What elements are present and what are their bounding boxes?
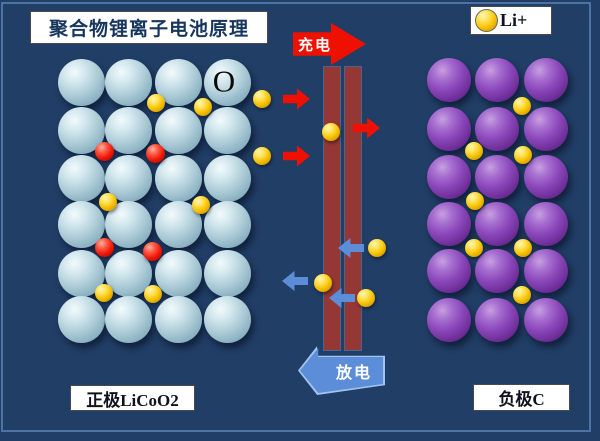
- migrating-li-ion: [253, 147, 271, 165]
- cathode-atom: [203, 295, 251, 343]
- li-ion: [514, 239, 532, 257]
- migrating-li-ion: [314, 274, 332, 292]
- anode-atom: [475, 58, 519, 102]
- li-ion: [194, 98, 212, 116]
- anode-label-box: 负极C: [473, 384, 570, 411]
- li-ion: [147, 94, 165, 112]
- separator-bar: [344, 66, 362, 351]
- cathode-atom: [154, 249, 202, 297]
- migrating-li-ion: [357, 289, 375, 307]
- discharge-arrow-label: 放电: [336, 364, 373, 382]
- anode-atom: [475, 202, 519, 246]
- cathode-atom: [104, 58, 152, 106]
- migrating-li-ion: [253, 90, 271, 108]
- li-ion: [513, 97, 531, 115]
- li-ion: [514, 146, 532, 164]
- cathode-atom: [57, 200, 105, 248]
- co-atom: [142, 241, 162, 261]
- li-ion: [144, 285, 162, 303]
- charge-flow-arrow-icon: [283, 88, 310, 110]
- cathode-atom: [154, 295, 202, 343]
- li-ion: [513, 286, 531, 304]
- cathode-atom: [57, 154, 105, 202]
- charge-flow-arrow-icon: [283, 145, 310, 167]
- cathode-atom: [203, 249, 251, 297]
- discharge-flow-arrow-icon: [282, 271, 308, 291]
- cathode-atom: [154, 106, 202, 154]
- anode-label: 负极C: [498, 390, 545, 409]
- anode-atom: [475, 249, 519, 293]
- anode-atom: [427, 202, 471, 246]
- li-ion: [466, 192, 484, 210]
- migrating-li-ion: [368, 239, 386, 257]
- li-ion: [465, 142, 483, 160]
- anode-atom: [524, 298, 568, 342]
- anode-atom: [427, 249, 471, 293]
- cathode-atom: [154, 154, 202, 202]
- oxygen-atom-label: O: [212, 63, 236, 99]
- anode-atom: [524, 249, 568, 293]
- cathode-atom: [104, 295, 152, 343]
- anode-atom: [475, 107, 519, 151]
- cathode-atom: [203, 154, 251, 202]
- title-text: 聚合物锂离子电池原理: [48, 19, 249, 40]
- charge-arrow: 充电: [293, 23, 366, 65]
- cathode-atom: [203, 106, 251, 154]
- co-atom: [145, 143, 165, 163]
- co-atom: [94, 237, 114, 257]
- cathode-label: 正极LiCoO2: [86, 390, 179, 410]
- cathode-atom: [203, 58, 251, 106]
- title-box: 聚合物锂离子电池原理: [30, 11, 268, 44]
- li-ion: [95, 284, 113, 302]
- legend-box: Li+: [470, 6, 552, 35]
- anode-atom: [524, 107, 568, 151]
- charge-arrow-label: 充电: [298, 36, 333, 54]
- anode-atom: [524, 155, 568, 199]
- cathode-label-box: 正极LiCoO2: [70, 385, 195, 411]
- anode-atom: [475, 298, 519, 342]
- anode-atom: [524, 202, 568, 246]
- li-ion-legend-icon: [475, 9, 498, 32]
- anode-atom: [427, 155, 471, 199]
- li-ion: [465, 239, 483, 257]
- cathode-atom: [57, 58, 105, 106]
- cathode-atom: [57, 295, 105, 343]
- anode-atom: [475, 155, 519, 199]
- co-atom: [94, 141, 114, 161]
- anode-atom: [524, 58, 568, 102]
- anode-atom: [427, 107, 471, 151]
- anode-atom: [427, 298, 471, 342]
- li-ion: [99, 193, 117, 211]
- li-ion: [192, 196, 210, 214]
- cathode-atom: [203, 200, 251, 248]
- legend-label: Li+: [500, 10, 528, 30]
- anode-atom: [427, 58, 471, 102]
- separator-bar: [323, 66, 341, 351]
- migrating-li-ion: [322, 123, 340, 141]
